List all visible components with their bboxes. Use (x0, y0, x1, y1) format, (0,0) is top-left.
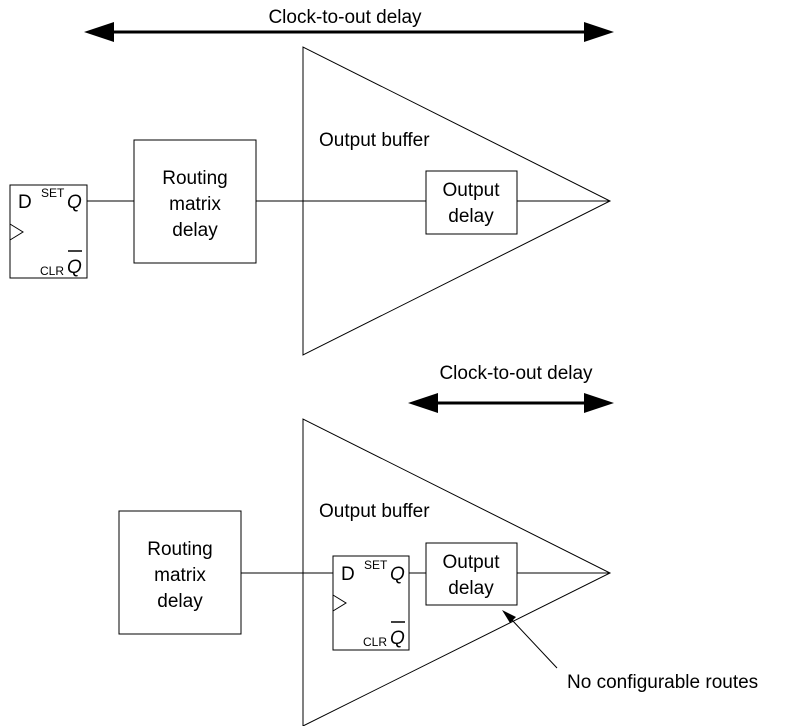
top-output-buffer-label: Output buffer (319, 130, 430, 151)
ff-clr-label: CLR (40, 264, 64, 278)
top-clock-to-out-arrow (84, 22, 614, 42)
callout-leader-line (511, 619, 558, 669)
bottom-output-delay-line2: delay (448, 578, 494, 599)
top-routing-line2: matrix (169, 194, 221, 215)
top-output-delay-line2: delay (448, 206, 494, 227)
top-routing-matrix-box (133, 139, 257, 264)
top-flip-flop: D SET Q CLR Q (9, 184, 88, 279)
bottom-output-delay-box (425, 542, 518, 606)
ff-qbar-label: Q (390, 628, 405, 649)
callout-label: No configurable routes (567, 672, 758, 693)
arrowhead-right-icon (584, 22, 614, 42)
top-output-delay-box (425, 170, 518, 235)
top-diagram: Clock-to-out delay Output buffer D SET Q… (9, 7, 614, 356)
arrowhead-right-icon (584, 393, 614, 413)
bottom-routing-line3: delay (157, 591, 203, 612)
top-output-delay-line1: Output (442, 180, 500, 201)
bottom-routing-line2: matrix (154, 565, 206, 586)
clock-input-icon (9, 223, 24, 241)
ff-set-label: SET (41, 186, 65, 200)
bottom-output-delay-line1: Output (442, 552, 500, 573)
ff-d-label: D (341, 564, 355, 585)
ff-clr-label: CLR (363, 635, 387, 649)
clock-input-icon (332, 594, 347, 612)
bottom-arrow-label: Clock-to-out delay (439, 363, 593, 384)
top-routing-line3: delay (172, 220, 218, 241)
bottom-routing-line1: Routing (147, 539, 213, 560)
bottom-flip-flop: D SET Q CLR Q (332, 555, 410, 651)
top-routing-line1: Routing (162, 168, 228, 189)
bottom-diagram: Clock-to-out delay Output buffer Routing… (118, 363, 758, 726)
arrowhead-left-icon (408, 393, 438, 413)
arrowhead-left-icon (84, 22, 114, 42)
ff-qbar-label: Q (67, 257, 82, 278)
bottom-clock-to-out-arrow (408, 393, 614, 413)
bottom-output-buffer-label: Output buffer (319, 501, 430, 522)
top-arrow-label: Clock-to-out delay (268, 7, 422, 28)
ff-d-label: D (18, 192, 32, 213)
ff-q-label: Q (67, 192, 82, 213)
ff-q-label: Q (390, 564, 405, 585)
ff-set-label: SET (364, 558, 388, 572)
callout-arrowhead-icon (502, 610, 516, 623)
bottom-routing-matrix-box (118, 510, 242, 635)
